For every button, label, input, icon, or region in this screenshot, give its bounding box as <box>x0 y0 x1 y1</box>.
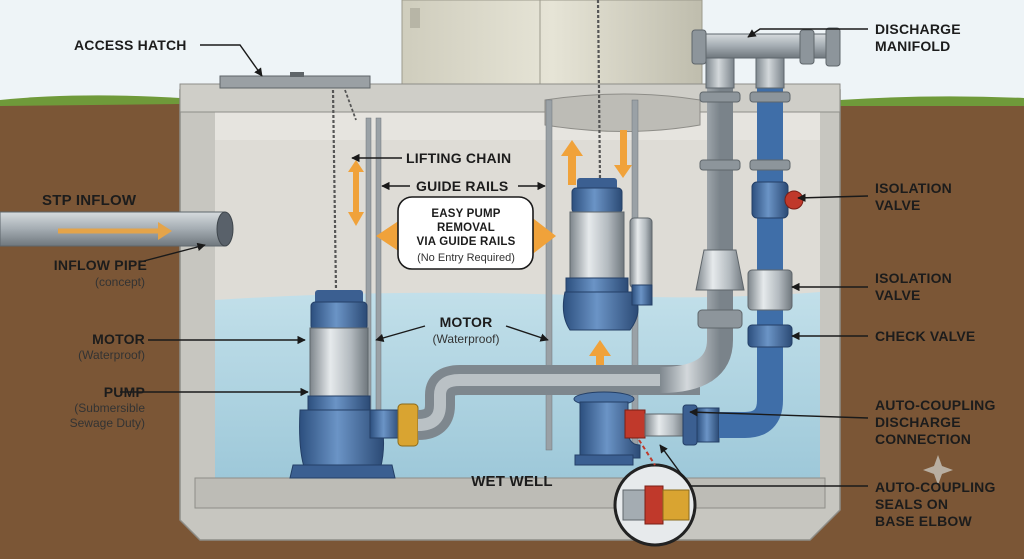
label-isolation-valve-1a: ISOLATION <box>875 180 952 196</box>
label-inflow-pipe-sub: (concept) <box>95 275 145 289</box>
label-pump: PUMP <box>104 384 145 400</box>
label-auto-coupling-seals-2: SEALS ON <box>875 496 948 512</box>
auto-coupling-seal <box>625 410 645 438</box>
label-motor-center: MOTOR <box>440 314 493 330</box>
isolation-valve-wheel <box>785 191 803 209</box>
callout-line-1: EASY PUMP <box>431 208 500 220</box>
label-check-valve: CHECK VALVE <box>875 328 975 344</box>
lift-arrow-down-right <box>620 130 627 165</box>
lift-arrow-up-right <box>568 155 576 185</box>
guide-rail-right-1 <box>546 100 552 450</box>
label-discharge-manifold-1: DISCHARGE <box>875 21 961 37</box>
label-isolation-valve-2b: VALVE <box>875 287 921 303</box>
label-stp-inflow: STP INFLOW <box>42 192 137 209</box>
label-isolation-valve-2a: ISOLATION <box>875 270 952 286</box>
check-valve <box>748 325 792 347</box>
label-auto-coupling-seals-3: BASE ELBOW <box>875 513 972 529</box>
isolation-valve-1 <box>752 182 788 218</box>
left-pump-coupling <box>398 404 418 446</box>
label-isolation-valve-1b: VALVE <box>875 197 921 213</box>
guide-rail-left-2 <box>376 118 381 458</box>
label-motor-left: MOTOR <box>92 331 145 347</box>
tank-handle <box>410 8 420 28</box>
callout-line-4: (No Entry Required) <box>417 252 515 264</box>
label-motor-left-sub: (Waterproof) <box>78 348 145 362</box>
label-lifting-chain: LIFTING CHAIN <box>406 150 511 166</box>
label-discharge-manifold-2: MANIFOLD <box>875 38 950 54</box>
label-wet-well: WET WELL <box>471 473 553 490</box>
label-auto-coupling-discharge-1: AUTO-COUPLING <box>875 397 996 413</box>
guide-rail-callout: EASY PUMP REMOVAL VIA GUIDE RAILS (No En… <box>376 197 556 269</box>
lift-arrow-left <box>353 172 359 212</box>
label-auto-coupling-seals-1: AUTO-COUPLING <box>875 479 996 495</box>
label-auto-coupling-discharge-2: DISCHARGE <box>875 414 961 430</box>
callout-line-3: VIA GUIDE RAILS <box>416 236 515 248</box>
label-pump-sub-1: (Submersible <box>74 401 145 415</box>
label-access-hatch: ACCESS HATCH <box>74 37 187 53</box>
access-hatch <box>220 76 370 88</box>
isolation-valve-2 <box>748 270 792 310</box>
label-motor-center-sub: (Waterproof) <box>433 332 500 346</box>
label-pump-sub-2: Sewage Duty) <box>70 416 145 430</box>
shaft-opening <box>545 94 700 132</box>
callout-line-2: REMOVAL <box>437 222 495 234</box>
label-auto-coupling-discharge-3: CONNECTION <box>875 431 971 447</box>
label-guide-rails: GUIDE RAILS <box>416 178 508 194</box>
right-pump-motor <box>570 212 624 280</box>
left-pump-motor <box>310 328 368 398</box>
label-inflow-pipe: INFLOW PIPE <box>54 257 147 273</box>
